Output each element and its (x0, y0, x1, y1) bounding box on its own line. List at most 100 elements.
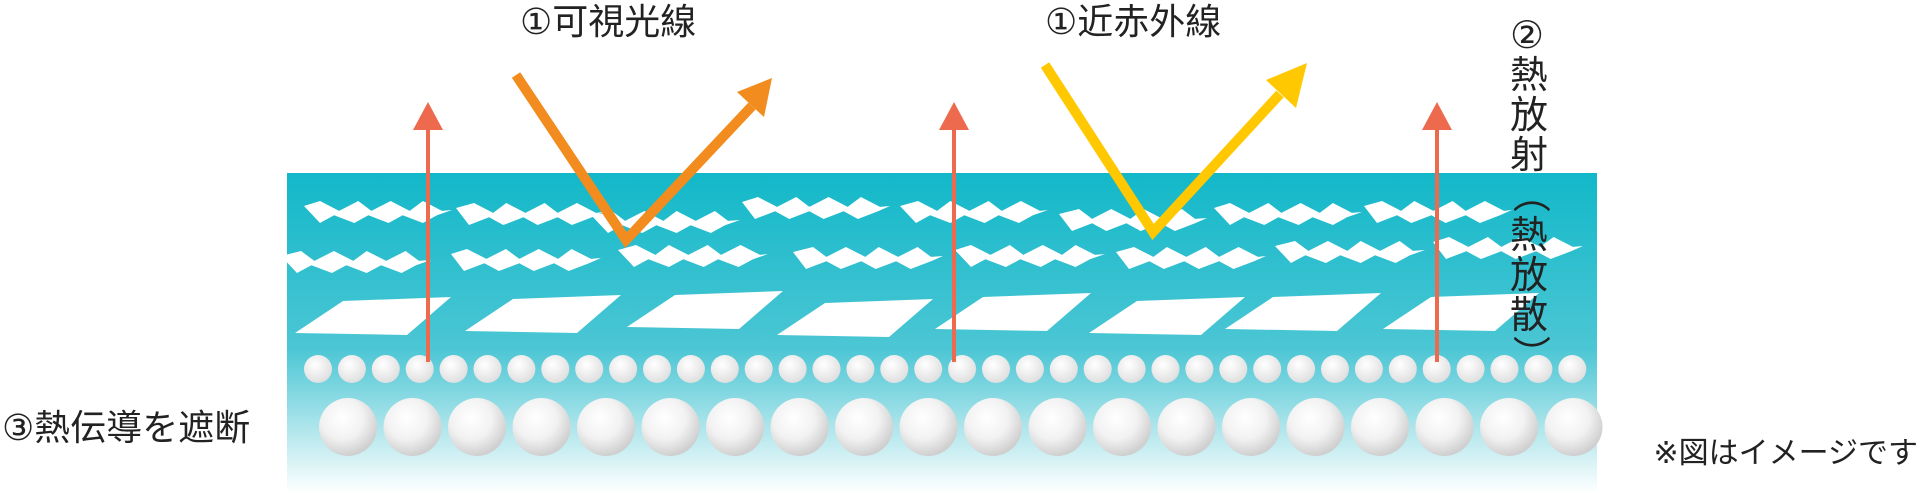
heat-label-paren: ） (1509, 335, 1553, 373)
flake-particle (1225, 293, 1381, 331)
large-sphere (1093, 398, 1151, 456)
small-sphere (1151, 355, 1180, 383)
feather-particle (1116, 247, 1266, 269)
small-sphere (643, 355, 671, 383)
small-sphere (1558, 355, 1587, 383)
large-sphere (706, 398, 764, 456)
large-sphere (770, 398, 829, 456)
flake-particles (295, 291, 1539, 337)
flake-particle (777, 299, 933, 337)
image-note: ※図はイメージです (1653, 436, 1918, 471)
heat-label-paren: （ (1509, 175, 1553, 213)
up-arrow-icon (413, 102, 443, 130)
large-sphere (641, 398, 700, 456)
small-sphere (744, 355, 773, 383)
small-sphere (1253, 355, 1282, 383)
small-sphere (371, 355, 400, 383)
feather-particle (456, 203, 604, 225)
large-sphere (1415, 398, 1474, 456)
flake-particle (1383, 293, 1539, 331)
small-sphere (1117, 355, 1146, 383)
small-sphere (507, 355, 536, 383)
small-sphere (575, 355, 604, 383)
small-sphere (1015, 355, 1044, 383)
large-sphere (577, 398, 635, 456)
heat-radiation-arrows (413, 102, 1452, 362)
small-sphere (812, 355, 841, 383)
small-sphere (846, 355, 875, 383)
large-sphere (383, 398, 442, 456)
up-arrow-icon (939, 102, 969, 130)
large-sphere (899, 398, 958, 456)
large-sphere (1544, 398, 1603, 456)
feather-particle (1059, 209, 1207, 231)
feather-particle (1275, 241, 1425, 263)
near-infrared-label: ①近赤外線 (1045, 2, 1221, 43)
large-sphere (512, 398, 571, 456)
large-sphere (448, 398, 506, 456)
flake-particle (935, 293, 1091, 331)
feather-particle (592, 211, 740, 233)
feather-particle (451, 249, 601, 271)
small-sphere (1219, 355, 1248, 383)
small-sphere (541, 355, 570, 383)
visible-light-label: ①可視光線 (520, 2, 696, 43)
large-sphere (964, 398, 1022, 456)
heat-block-label: ③熱伝導を遮断 (2, 408, 250, 449)
feather-particle (742, 197, 890, 219)
feather-particle (955, 245, 1105, 267)
feather-particles (281, 197, 1583, 273)
large-sphere (1480, 398, 1538, 456)
large-sphere (835, 398, 893, 456)
large-sphere (1351, 398, 1409, 456)
small-sphere (439, 355, 468, 383)
large-sphere (1157, 398, 1216, 456)
small-sphere (1287, 355, 1316, 383)
up-arrow-icon (1422, 102, 1452, 130)
small-sphere (676, 355, 705, 383)
feather-particle (281, 251, 431, 273)
large-sphere (1028, 398, 1087, 456)
large-sphere-row (319, 398, 1603, 456)
feather-particle (1214, 203, 1362, 225)
small-sphere (473, 355, 502, 383)
flake-particle (465, 295, 621, 333)
small-sphere (880, 355, 909, 383)
feather-particle (618, 245, 768, 267)
large-sphere (1286, 398, 1345, 456)
small-sphere (609, 355, 638, 383)
feather-particle (793, 247, 943, 269)
small-sphere (1354, 355, 1383, 383)
small-sphere (1524, 355, 1553, 383)
near-infrared-arrow (1040, 62, 1307, 241)
small-sphere-row (304, 355, 1587, 383)
small-sphere (1049, 355, 1078, 383)
feather-particle (900, 201, 1048, 223)
small-sphere (1388, 355, 1417, 383)
small-sphere (1490, 355, 1519, 383)
heat-arrow (939, 102, 969, 362)
small-sphere (982, 355, 1010, 383)
small-sphere (1083, 355, 1112, 383)
small-sphere (1321, 355, 1349, 383)
small-sphere (337, 355, 366, 383)
small-sphere (1456, 355, 1485, 383)
feather-particle (1433, 237, 1583, 259)
heat-arrow (1422, 102, 1452, 362)
large-sphere (319, 398, 377, 456)
small-sphere (304, 355, 332, 383)
feather-particle (304, 201, 452, 223)
visible-light-arrow (511, 72, 772, 249)
large-sphere (1222, 398, 1280, 456)
flake-particle (627, 291, 783, 329)
heat-arrow (413, 102, 443, 362)
small-sphere (1185, 355, 1214, 383)
flake-particle (1089, 297, 1245, 335)
small-sphere (914, 355, 943, 383)
small-sphere (778, 355, 807, 383)
small-sphere (710, 355, 739, 383)
small-sphere (1422, 355, 1451, 383)
flake-particle (295, 297, 451, 335)
